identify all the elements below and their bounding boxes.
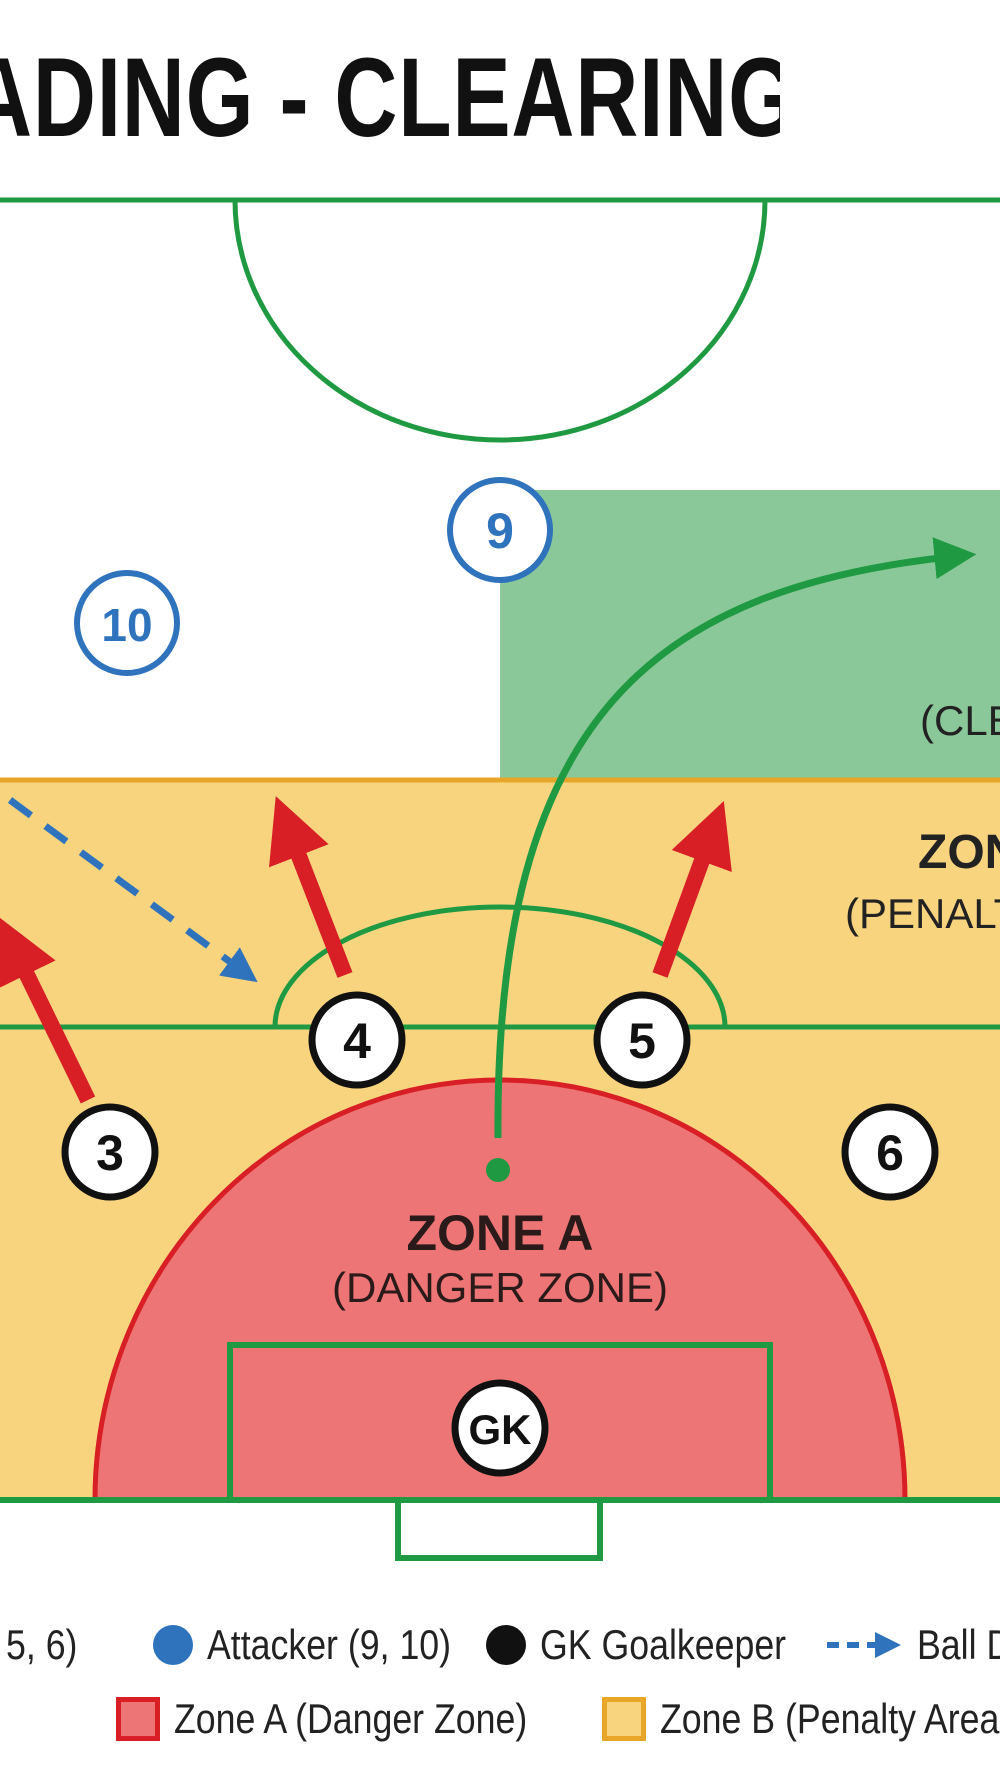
defender-3: 3: [61, 1103, 159, 1201]
defender-6-label: 6: [876, 1125, 904, 1181]
legend-row-2: Zone A (Danger Zone) Zone B (Penalty Are…: [0, 1687, 1000, 1751]
penalty-arc: [272, 904, 728, 1028]
zone-c-subtitle: (CLE: [920, 697, 1000, 744]
legend-goalkeeper-label: GK Goalkeeper: [540, 1621, 787, 1668]
legend-attacker-label: Attacker (9, 10): [207, 1621, 452, 1668]
attacker-9: 9: [447, 477, 553, 583]
defender-5-label: 5: [628, 1013, 656, 1069]
defender-6: 6: [841, 1103, 939, 1201]
center-circle-arc: [232, 199, 768, 443]
zone-a-title: ZONE A: [406, 1205, 593, 1261]
legend-defenders: 5, 6): [6, 1613, 90, 1677]
goal-frame: [395, 1497, 603, 1561]
zone-a-subtitle: (DANGER ZONE): [332, 1264, 668, 1311]
zone-b-subtitle: (PENALT: [845, 890, 1000, 937]
goalkeeper-dot-icon: [486, 1625, 526, 1665]
legend-defenders-label: 5, 6): [6, 1621, 78, 1668]
legend-ball: Ball D: [825, 1613, 1000, 1677]
attacker-10: 10: [74, 570, 180, 676]
legend-attacker: Attacker (9, 10): [153, 1613, 494, 1677]
dashed-arrow-icon: [827, 1632, 901, 1658]
ball-marker: [486, 1158, 510, 1182]
legend-row-1: 5, 6) Attacker (9, 10) GK Goalkeeper Bal…: [0, 1613, 1000, 1677]
legend-zone-a: Zone A (Danger Zone): [116, 1687, 590, 1751]
goalkeeper: GK: [451, 1379, 549, 1477]
defender-4: 4: [308, 991, 406, 1089]
defender-4-label: 4: [343, 1013, 371, 1069]
zone-c-area: [500, 490, 1000, 778]
diagram-title: ADING - CLEARING ZONES: [0, 38, 780, 158]
legend-zone-b-label: Zone B (Penalty Area: [660, 1695, 1000, 1742]
legend-zone-a-label: Zone A (Danger Zone): [174, 1695, 528, 1742]
ball-delivery-arrow: [7, 797, 258, 983]
clear-arrow-3: [0, 916, 96, 1104]
clear-arrow-5: [652, 800, 732, 978]
defender-5: 5: [593, 991, 691, 1089]
clear-arrow-4: [269, 796, 353, 978]
zone-a-swatch-icon: [116, 1697, 160, 1741]
legend-zone-b: Zone B (Penalty Area: [602, 1687, 1000, 1751]
legend-goalkeeper: GK Goalkeeper: [486, 1613, 830, 1677]
legend-ball-label: Ball D: [917, 1621, 1000, 1668]
defender-3-label: 3: [96, 1125, 124, 1181]
attacker-9-label: 9: [486, 503, 514, 559]
attacker-dot-icon: [153, 1625, 193, 1665]
zone-b-title: ZON: [918, 826, 1000, 879]
attacker-10-label: 10: [101, 599, 152, 651]
clearance-path-arrow: [494, 537, 977, 1139]
zone-a-area: [92, 1077, 908, 1503]
zone-b-swatch-icon: [602, 1697, 646, 1741]
goalkeeper-label: GK: [469, 1406, 532, 1453]
